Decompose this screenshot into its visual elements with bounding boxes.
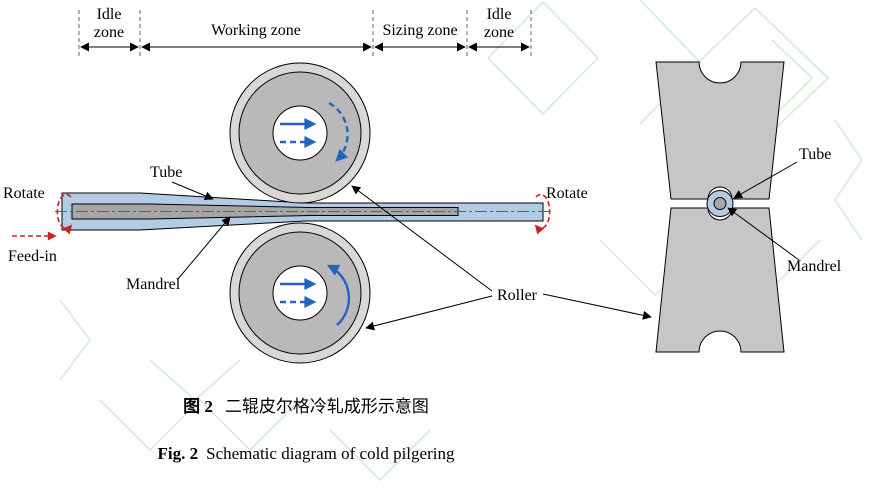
caption-en-number: Fig. 2	[157, 444, 199, 463]
tube-assembly	[55, 192, 550, 231]
sizing-zone-label: Sizing zone	[382, 22, 457, 39]
mandrel-cross-section	[713, 197, 727, 210]
working-zone-label: Working zone	[211, 22, 301, 39]
roller-arrow-lower	[365, 295, 493, 331]
feed-in-label: Feed-in	[8, 248, 57, 265]
zone-annotations: Idle zone Working zone Sizing zone Idle …	[78, 6, 532, 58]
roller-arrow-upper	[351, 185, 493, 292]
die-upper	[655, 61, 785, 200]
rotate-left-label: Rotate	[3, 185, 45, 202]
right-annotations: Rotate Roller	[351, 185, 652, 331]
tube-label: Tube	[150, 164, 182, 181]
caption-zh-number: 图 2	[183, 397, 213, 416]
caption-chinese: 图 2 二辊皮尔格冷轧成形示意图	[0, 392, 612, 417]
idle-zone-left-label: zone	[94, 24, 124, 41]
rotate-right-label: Rotate	[546, 185, 588, 202]
idle-zone-left-label: Idle	[97, 6, 122, 23]
roller-arrow-die	[542, 293, 652, 320]
rotate-left-arrow	[56, 193, 73, 235]
tube-section-label: Tube	[799, 146, 831, 163]
tube-label-arrow	[171, 181, 214, 201]
caption-en-text: Schematic diagram of cold pilgering	[206, 444, 455, 463]
mandrel-label: Mandrel	[126, 276, 181, 293]
tube-section-arrow	[733, 161, 798, 199]
mandrel-section-label: Mandrel	[787, 258, 842, 275]
idle-zone-right-label: zone	[484, 24, 514, 41]
upper-roller	[229, 62, 371, 204]
caption-english: Fig. 2 Schematic diagram of cold pilgerin…	[0, 444, 612, 464]
left-annotations: Rotate Feed-in Tube Mandrel	[3, 164, 231, 293]
idle-zone-right-label: Idle	[487, 6, 512, 23]
upper-roller-bore	[272, 105, 328, 161]
cross-section-view: Tube Mandrel	[655, 61, 842, 353]
upper-roller-rotation-arrow	[328, 101, 349, 162]
die-lower	[655, 207, 785, 353]
lower-roller-rotation-arrow	[326, 264, 351, 326]
rotate-right-arrow	[534, 193, 551, 235]
lower-roller	[229, 222, 371, 364]
mandrel-label-arrow	[177, 216, 231, 280]
caption-zh-text: 二辊皮尔格冷轧成形示意图	[224, 397, 429, 416]
mandrel-section-arrow	[727, 207, 800, 261]
roller-label: Roller	[497, 287, 538, 304]
lower-roller-bore	[272, 265, 328, 321]
